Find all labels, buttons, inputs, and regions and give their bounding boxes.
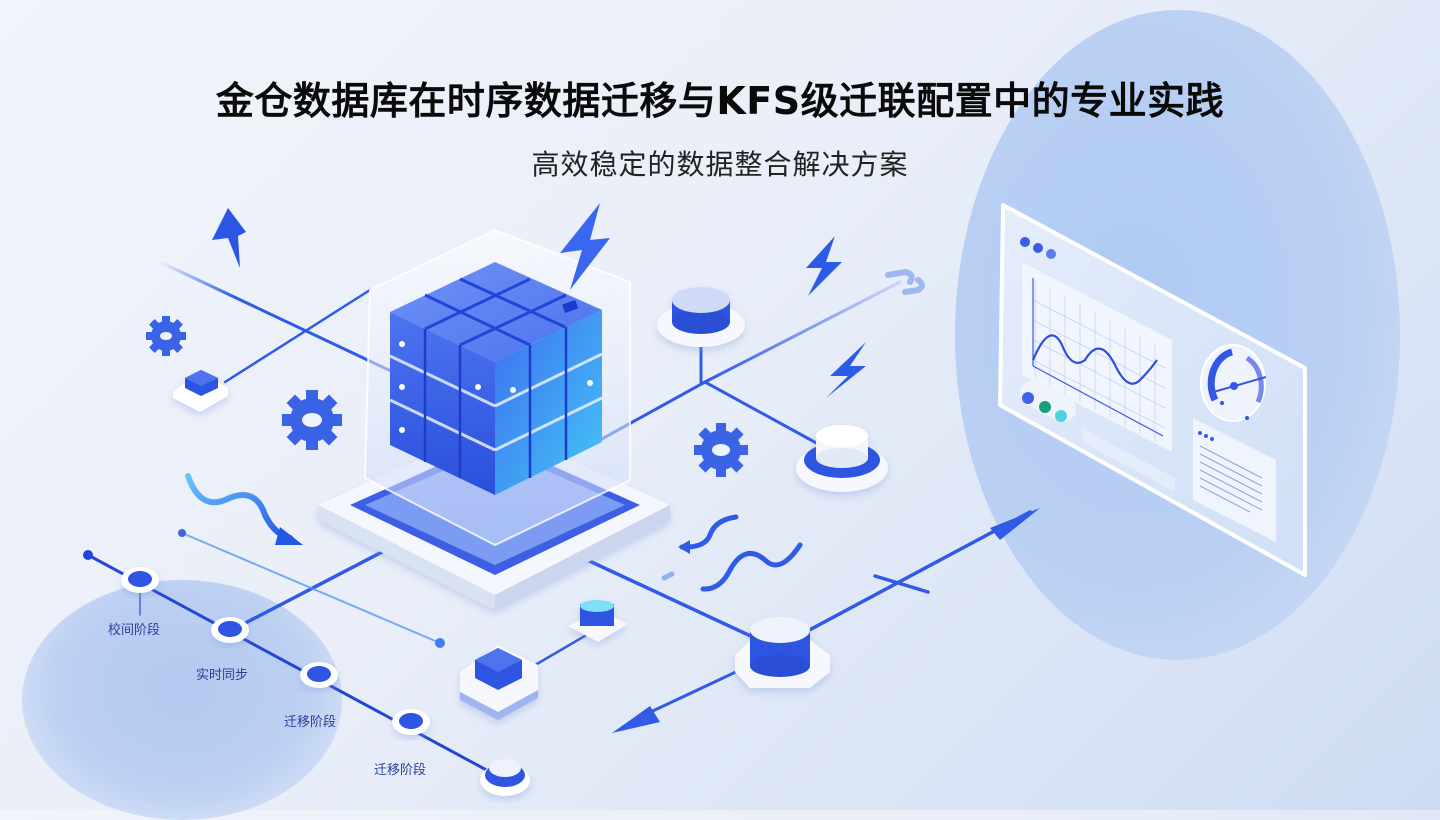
gauge-icon: [1200, 344, 1267, 422]
lightning-bolt-icon: [826, 342, 866, 398]
lightning-bolt-icon: [212, 208, 246, 268]
database-node-icon: [735, 617, 830, 688]
lightning-bolt-icon: [560, 203, 610, 290]
window-dot: [1033, 243, 1043, 253]
timeline-node: [211, 617, 249, 643]
node-icon: [568, 600, 628, 642]
wave-arrow-icon: [185, 473, 303, 545]
database-node-icon: [796, 425, 888, 492]
status-indicators: [1019, 380, 1077, 422]
database-node-icon: [657, 287, 745, 347]
text-card: [1193, 418, 1276, 542]
timeline-node: [300, 662, 338, 688]
gear-icon: [694, 423, 748, 477]
page-title: 金仓数据库在时序数据迁移与KFS级迁联配置中的专业实践: [215, 79, 1225, 123]
node-icon: [460, 645, 538, 720]
timeline-node: [392, 709, 430, 735]
window-dot: [1046, 249, 1056, 259]
wave-icon: [700, 542, 803, 592]
gear-icon: [146, 316, 186, 356]
background-circle-left: [22, 580, 342, 820]
timeline-node-end: [480, 759, 530, 796]
timeline-stage-label: 实时同步: [196, 668, 249, 683]
timeline-node: [121, 567, 159, 593]
line-chart-card: [1022, 262, 1172, 452]
gear-icon: [282, 390, 342, 450]
timeline-stage-label: 迁移阶段: [374, 763, 427, 778]
link-dot: [435, 638, 445, 648]
window-dot: [1020, 237, 1030, 247]
link-dot: [178, 529, 186, 537]
database-cube-icon: [389, 262, 603, 495]
dash-icon: [661, 571, 675, 581]
dashboard-panel: [998, 203, 1307, 577]
lightning-bolt-icon: [806, 236, 842, 296]
wave-arrow-icon: [678, 514, 739, 554]
link-icon: [885, 268, 925, 295]
arrow-head-icon: [990, 508, 1040, 540]
timeline-stage-label: 迁移阶段: [284, 715, 337, 730]
timeline-stage-label: 校间阶段: [108, 623, 161, 638]
node-icon: [173, 370, 228, 412]
page-subtitle: 高效稳定的数据整合解决方案: [531, 148, 909, 181]
arrow-head-icon: [612, 706, 660, 733]
timeline-start-dot: [83, 550, 93, 560]
